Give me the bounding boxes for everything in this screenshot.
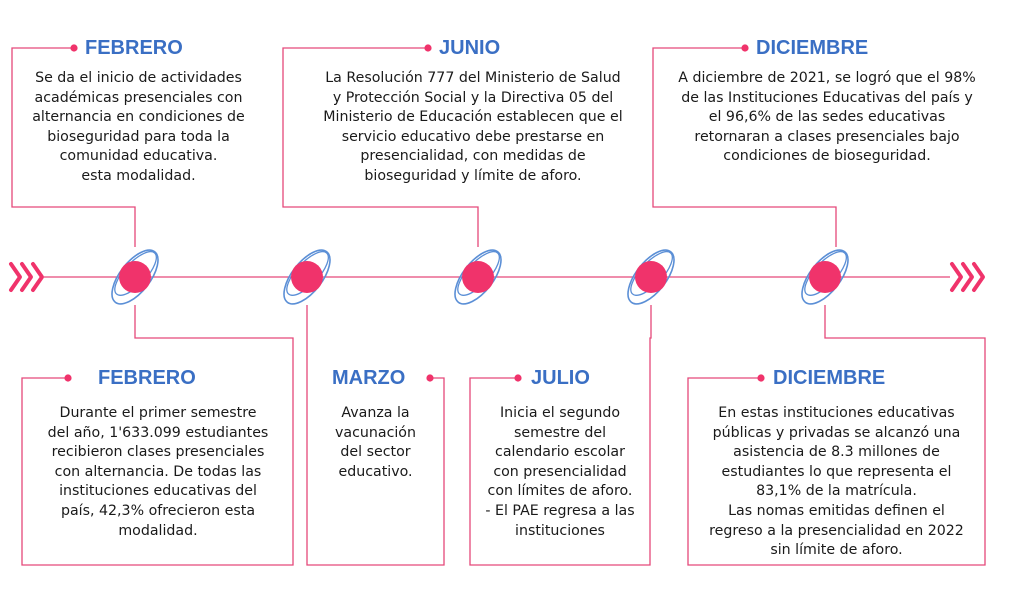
event-line: vacunación bbox=[335, 424, 416, 441]
event-line: La Resolución 777 del Ministerio de Salu… bbox=[325, 70, 621, 86]
event-line: servicio educativo debe prestarse en bbox=[341, 128, 605, 145]
event-line: país, 42,3% ofrecieron esta bbox=[60, 502, 256, 519]
event-line: y Protección Social y la Directiva 05 de… bbox=[332, 89, 614, 106]
milestone-5 bbox=[801, 249, 849, 305]
connector-top-2 bbox=[282, 47, 479, 247]
event-line: esta modalidad. bbox=[81, 167, 196, 184]
event-line: bioseguridad para toda la bbox=[47, 128, 230, 145]
event-line: públicas y privadas se alcanzó una bbox=[712, 424, 961, 441]
connector-top-3 bbox=[652, 47, 837, 247]
connector-bottom-2 bbox=[306, 305, 445, 566]
connector-bottom-3 bbox=[469, 305, 652, 566]
milestone-3 bbox=[454, 249, 502, 305]
event-line: educativo. bbox=[338, 463, 413, 480]
event-title-bottom-2: MARZO bbox=[332, 367, 406, 389]
event-line: regreso a la presencialidad en 2022 bbox=[709, 522, 964, 539]
event-line: modalidad. bbox=[118, 522, 198, 539]
event-line: de las Instituciones Educativas del país… bbox=[681, 89, 973, 106]
event-line: bioseguridad y límite de aforo. bbox=[364, 167, 582, 184]
title-dot-bottom-4 bbox=[757, 374, 765, 382]
event-line: instituciones educativas del bbox=[59, 483, 257, 500]
event-line: comunidad educativa. bbox=[59, 148, 218, 165]
event-line: Inicia el segundo bbox=[499, 405, 621, 421]
event-text-bottom-2: Avanza la vacunación del sector educativ… bbox=[312, 404, 439, 482]
milestone-1 bbox=[111, 249, 159, 305]
event-line: asistencia de 8.3 millones de bbox=[733, 444, 940, 461]
event-title-bottom-4: DICIEMBRE bbox=[773, 367, 886, 389]
event-line: instituciones bbox=[515, 522, 605, 539]
event-title-top-2: JUNIO bbox=[439, 37, 501, 59]
event-line: calendario escolar bbox=[495, 444, 625, 461]
title-dot-top-2 bbox=[424, 44, 432, 52]
connector-bottom-4 bbox=[687, 305, 986, 566]
event-line: Avanza la bbox=[341, 405, 410, 421]
event-line: A diciembre de 2021, se logró que el 98% bbox=[678, 70, 976, 86]
title-dot-bottom-2 bbox=[426, 374, 434, 382]
event-line: académicas presenciales con bbox=[34, 89, 243, 106]
title-dot-top-1 bbox=[70, 44, 78, 52]
event-line: estudiantes lo que representa el bbox=[721, 463, 952, 480]
event-title-top-1: FEBRERO bbox=[85, 37, 183, 59]
arrows-right-icon bbox=[950, 262, 985, 292]
event-line: del año, 1'633.099 estudiantes bbox=[47, 424, 269, 441]
event-line: - El PAE regresa a las bbox=[485, 502, 635, 519]
title-dot-bottom-3 bbox=[514, 374, 522, 382]
connector-bottom-1 bbox=[21, 305, 294, 566]
event-title-bottom-3: JULIO bbox=[531, 367, 590, 389]
milestone-4 bbox=[627, 249, 675, 305]
event-text-bottom-3: Inicia el segundo semestre del calendari… bbox=[474, 404, 646, 541]
title-dot-top-3 bbox=[741, 44, 749, 52]
event-text-bottom-1: Durante el primer semestre del año, 1'63… bbox=[27, 404, 289, 541]
event-line: recibieron clases presenciales bbox=[51, 444, 265, 461]
event-line: con presencialidad bbox=[493, 463, 627, 480]
arrows-left-icon bbox=[9, 262, 44, 292]
milestone-2 bbox=[283, 249, 331, 305]
event-line: con alternancia. De todas las bbox=[54, 463, 262, 480]
event-title-bottom-1: FEBRERO bbox=[98, 367, 196, 389]
event-line: condiciones de bioseguridad. bbox=[723, 148, 931, 165]
event-line: Durante el primer semestre bbox=[59, 405, 257, 421]
event-title-top-3: DICIEMBRE bbox=[756, 37, 869, 59]
event-line: presencialidad, con medidas de bbox=[360, 148, 586, 165]
event-line: Las nomas emitidas definen el bbox=[728, 502, 945, 519]
event-line: alternancia en condiciones de bbox=[32, 109, 245, 126]
event-text-top-2: La Resolución 777 del Ministerio de Salu… bbox=[293, 69, 653, 187]
event-text-top-3: A diciembre de 2021, se logró que el 98%… bbox=[658, 69, 996, 167]
event-line: Ministerio de Educación establecen que e… bbox=[323, 109, 623, 126]
event-line: retornaran a clases presenciales bajo bbox=[694, 128, 960, 145]
title-dot-bottom-1 bbox=[64, 374, 72, 382]
connector-top-1 bbox=[11, 47, 136, 247]
event-line: semestre del bbox=[513, 424, 607, 441]
event-line: sin límite de aforo. bbox=[770, 542, 903, 559]
event-line: del sector bbox=[340, 444, 411, 461]
event-line: el 96,6% de las sedes educativas bbox=[708, 109, 946, 126]
event-line: Se da el inicio de actividades bbox=[35, 70, 242, 86]
event-line: con límites de aforo. bbox=[487, 483, 633, 500]
event-text-bottom-4: En estas instituciones educativas públic… bbox=[692, 404, 981, 561]
event-line: En estas instituciones educativas bbox=[718, 405, 955, 421]
event-text-top-1: Se da el inicio de actividades académica… bbox=[16, 69, 261, 187]
event-line: 83,1% de la matrícula. bbox=[756, 483, 917, 500]
